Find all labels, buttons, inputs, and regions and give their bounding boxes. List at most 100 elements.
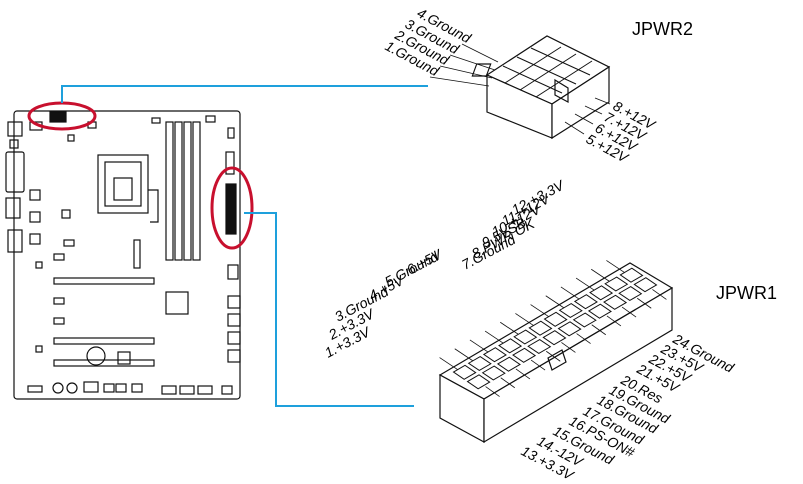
jpwr1-front-face <box>439 373 485 444</box>
header <box>131 383 143 393</box>
io-port <box>5 197 21 219</box>
leader <box>606 315 622 327</box>
jpwr1-connector <box>438 262 674 444</box>
jpwr2-right-face <box>551 65 610 140</box>
leader <box>591 268 610 282</box>
leader <box>530 304 549 317</box>
chip <box>205 115 216 123</box>
grid-line <box>502 65 563 94</box>
leader <box>439 65 493 79</box>
leader <box>461 43 499 63</box>
chip <box>67 134 75 142</box>
chipset <box>165 291 189 315</box>
leader <box>500 377 515 389</box>
grid-line <box>504 46 562 84</box>
pcie-slot <box>53 253 65 261</box>
io-port <box>5 151 25 193</box>
sata-port <box>227 295 241 309</box>
pin-cavity <box>633 277 658 293</box>
header <box>225 151 235 175</box>
jpwr2-callout-line <box>61 85 428 103</box>
pin-cavity <box>513 329 538 345</box>
pin-cavity <box>603 294 628 310</box>
leader <box>530 359 546 371</box>
io-port <box>7 229 23 253</box>
leader <box>560 286 580 300</box>
chip <box>151 117 161 124</box>
grid-line <box>535 60 593 98</box>
dimm-slot <box>165 121 174 261</box>
leader <box>515 313 534 326</box>
leader <box>546 350 561 362</box>
pin-cavity <box>557 321 582 337</box>
io-port <box>9 139 19 149</box>
grid-line <box>519 53 577 91</box>
cpu-socket-inner <box>104 161 142 207</box>
leader <box>621 306 637 318</box>
jpwr1-highlight <box>210 166 254 250</box>
pcie-slot <box>53 337 155 345</box>
pin-cavity <box>558 302 583 319</box>
pcie-slot <box>53 277 155 285</box>
header <box>27 385 43 393</box>
chip <box>227 127 235 139</box>
jpwr2-leader-lines <box>429 43 611 135</box>
header <box>66 382 78 394</box>
leader <box>576 333 591 344</box>
chip <box>227 264 239 280</box>
chip <box>35 261 43 269</box>
chip <box>29 189 41 201</box>
leader <box>515 368 531 380</box>
leader <box>439 357 458 370</box>
header <box>115 383 127 393</box>
pin-cavity <box>466 374 491 390</box>
pcie-slot <box>53 297 65 305</box>
board-outline <box>13 110 241 400</box>
chip <box>61 209 71 219</box>
cpu-lever <box>148 189 159 223</box>
jpwr2-title: JPWR2 <box>632 19 693 39</box>
leader <box>469 339 489 353</box>
jpwr2-pin-cavities <box>471 63 492 77</box>
dimm-slot <box>192 121 201 261</box>
leader <box>574 113 594 125</box>
pin-cavity <box>527 338 552 355</box>
leader <box>429 76 490 87</box>
cpu-socket-core <box>113 177 133 201</box>
leader <box>545 295 564 309</box>
pin-cavity <box>573 294 598 310</box>
chip <box>117 351 131 365</box>
pin-cavity <box>587 303 612 319</box>
leader <box>454 348 473 362</box>
pin-cavity <box>618 285 643 302</box>
grid-line <box>530 47 591 76</box>
cpu-socket <box>97 154 149 214</box>
pin-cavity <box>471 63 492 77</box>
leader <box>591 324 606 336</box>
leader <box>484 330 504 344</box>
chip <box>29 211 41 223</box>
board-jpwr1 <box>225 183 237 235</box>
pin-cavity <box>572 312 597 328</box>
pin-cavity <box>542 330 567 346</box>
callout-group <box>61 85 428 407</box>
header <box>52 382 64 394</box>
pin-cavity <box>467 355 492 372</box>
grid-line <box>516 56 577 85</box>
leader <box>637 297 652 309</box>
board-jpwr2 <box>49 111 67 123</box>
leader <box>594 97 611 105</box>
sata-port <box>227 331 241 345</box>
jpwr2-connector <box>471 35 611 140</box>
pin-cavity <box>543 311 568 327</box>
jpwr1-right-face <box>483 286 673 444</box>
m2-slot <box>133 239 141 269</box>
pin-cavity <box>498 338 523 354</box>
jpwr1-leader-lines <box>439 260 667 397</box>
header <box>161 385 177 395</box>
leader <box>564 121 585 135</box>
leader <box>561 342 576 353</box>
pin-cavity <box>481 365 506 381</box>
leader <box>449 54 496 71</box>
